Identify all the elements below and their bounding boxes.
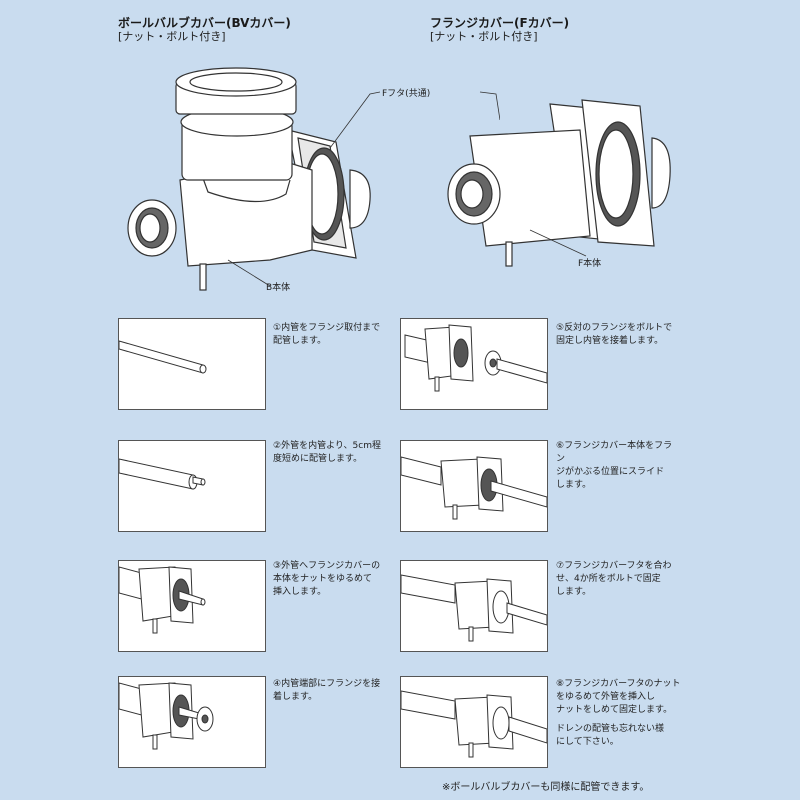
bv-cover-subtitle: [ナット・ボルト付き] [118,30,226,43]
f-cover-illustration [447,99,671,267]
step-7-diagram [400,560,548,652]
bv-cover-title: ボールバルブカバー(BVカバー) [118,16,291,30]
step-7-text: ⑦フランジカバーフタを合わせ、4か所をボルトで固定します。 [556,561,672,597]
step-3-diagram [118,560,266,652]
step-1-text: ①内管をフランジ取付まで配管します。 [273,323,381,346]
step-5-diagram [400,318,548,410]
step-1-diagram [118,318,266,410]
step-2-text: ②外管を内管より、5cm程度短めに配管します。 [273,441,381,464]
f-body-label: F本体 [578,259,602,269]
step-4-diagram [118,676,266,768]
f-cover-subtitle: [ナット・ボルト付き] [430,30,538,43]
step-6-diagram [400,440,548,532]
f-cover-header: フランジカバー(Fカバー) [ナット・ボルト付き] [430,16,569,44]
step-6-text: ⑥フランジカバー本体をフランジがかぶる位置にスライドします。 [556,441,673,490]
b-body-label: B本体 [266,283,291,293]
step-8-text: ⑧フランジカバーフタのナット をゆるめて外管を挿入し ナットをしめて固定します。… [556,679,681,747]
f-cover-title: フランジカバー(Fカバー) [430,16,570,30]
footer-note: ※ボールバルブカバーも同様に配管できます。 [442,782,650,793]
bv-cover-header: ボールバルブカバー(BVカバー) [ナット・ボルト付き] [118,16,291,44]
step-8-diagram [400,676,548,768]
lid-label: Fフタ(共通) [382,89,431,99]
bv-cover-illustration [127,67,371,291]
step-3-text: ③外管へフランジカバーの本体をナットをゆるめて挿入します。 [273,561,381,597]
step-5-text: ⑤反対のフランジをボルトで固定し内管を接着します。 [556,323,673,346]
step-4-text: ④内管端部にフランジを接着します。 [273,679,381,702]
step-2-diagram [118,440,266,532]
lid-callout-lines [329,91,500,149]
